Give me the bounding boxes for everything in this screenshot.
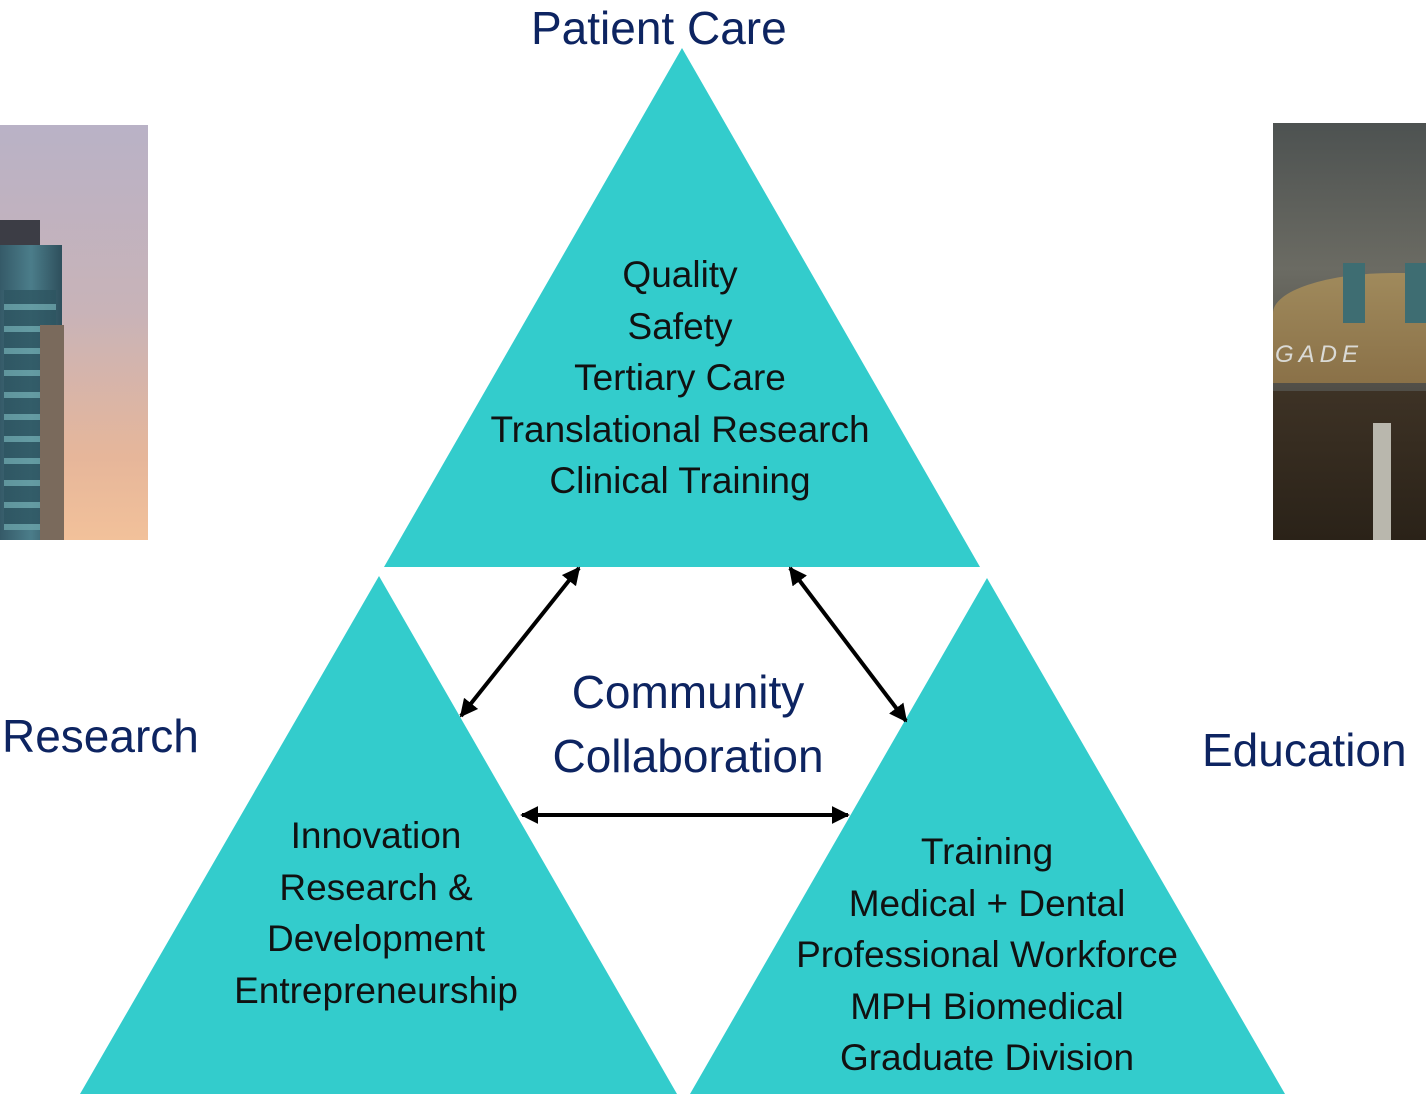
- research-title: Research: [2, 710, 199, 762]
- center-line-1: Community: [571, 666, 805, 718]
- patient-care-triangle: [384, 48, 980, 567]
- education-triangle: [690, 578, 1285, 1094]
- education-item: Professional Workforce: [796, 934, 1178, 975]
- patient-care-items: Quality Safety Tertiary Care Translation…: [450, 249, 910, 507]
- research-item: Development: [266, 918, 485, 959]
- academic-building-photo: GADE: [1273, 123, 1426, 540]
- education-item: Graduate Division: [839, 1037, 1135, 1078]
- education-title: Education: [1202, 724, 1407, 776]
- research-triangle: [80, 576, 677, 1094]
- building-lettering: GADE: [1275, 341, 1364, 368]
- hospital-building-photo: [0, 125, 148, 540]
- patient-care-item: Translational Research: [490, 408, 870, 450]
- building-column: [1373, 423, 1391, 540]
- patient-care-item: Safety: [627, 305, 733, 347]
- community-collaboration-label: Community Collaboration: [488, 660, 888, 788]
- education-item: Training: [920, 831, 1054, 872]
- research-item: Research &: [279, 866, 473, 908]
- research-item: Entrepreneurship: [234, 969, 518, 1011]
- patient-care-research-arrow: [459, 566, 581, 718]
- patient-care-item: Tertiary Care: [574, 357, 786, 398]
- patient-care-title: Patient Care: [531, 2, 787, 54]
- tower-side: [40, 325, 64, 540]
- patient-care-education-arrow: [788, 566, 908, 723]
- research-item: Innovation: [290, 815, 462, 856]
- education-item: Medical + Dental: [848, 882, 1126, 924]
- building-window: [1405, 263, 1426, 323]
- center-line-2: Collaboration: [552, 730, 824, 782]
- education-items: Training Medical + Dental Professional W…: [757, 826, 1217, 1084]
- building-base: [1273, 391, 1426, 540]
- building-window: [1343, 263, 1365, 323]
- education-item: MPH Biomedical: [850, 985, 1124, 1027]
- research-items: Innovation Research & Development Entrep…: [146, 810, 606, 1016]
- patient-care-item: Quality: [622, 254, 738, 295]
- patient-care-item: Clinical Training: [549, 460, 811, 501]
